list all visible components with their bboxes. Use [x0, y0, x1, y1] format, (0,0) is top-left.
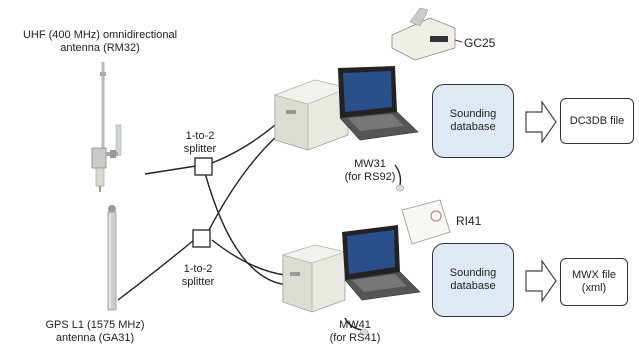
mw31-label-line2: (for RS92) — [344, 171, 396, 183]
top-block-arrow-icon — [525, 100, 557, 144]
gps-antenna-label-line2: antenna (GA31) — [55, 332, 135, 344]
bottom-splitter-label-line1: 1-to-2 — [183, 263, 213, 275]
gc25-label: GC25 — [464, 36, 496, 50]
mw41-label-line2: (for RS41) — [329, 332, 381, 344]
gps-antenna-label: GPS L1 (1575 MHz) antenna (GA31) — [30, 319, 160, 345]
top-splitter-label: 1-to-2 splitter — [170, 130, 230, 156]
mw31-label: MW31 (for RS92) — [335, 158, 405, 184]
mw41-label-line1: MW41 — [339, 319, 371, 331]
bottom-splitter-label-line2: splitter — [181, 276, 215, 288]
ri41-label: RI41 — [456, 214, 482, 228]
top-splitter-icon — [194, 157, 213, 176]
uhf-antenna-label-line2: antenna (RM32) — [60, 42, 140, 54]
mw31-laptop-icon — [338, 66, 419, 141]
top-sounding-database: Sounding database — [432, 84, 514, 158]
uhf-antenna-icon — [91, 62, 122, 192]
bottom-database-line2: database — [450, 280, 496, 292]
mouse-icon — [359, 328, 369, 336]
mwx-file-box: MWX file (xml) — [560, 258, 628, 306]
gps-antenna-label-line1: GPS L1 (1575 MHz) — [45, 319, 145, 331]
mwx-file-label-line1: MWX file — [572, 269, 616, 281]
gc25-device-icon — [391, 7, 463, 61]
mw41-label: MW41 (for RS41) — [320, 319, 390, 345]
mw31-label-line1: MW31 — [354, 158, 386, 170]
bottom-splitter-label: 1-to-2 splitter — [168, 263, 228, 289]
dc3db-file-box: DC3DB file — [560, 98, 634, 144]
mw31-receiver-icon — [274, 79, 349, 151]
bottom-block-arrow-icon — [525, 259, 557, 303]
uhf-antenna-label: UHF (400 MHz) omnidirectional antenna (R… — [2, 29, 198, 55]
cables — [117, 124, 402, 331]
bottom-database-line1: Sounding — [449, 267, 497, 279]
uhf-antenna-label-line1: UHF (400 MHz) omnidirectional — [22, 29, 178, 41]
mwx-file-label-line2: (xml) — [581, 282, 607, 294]
bottom-sounding-database: Sounding database — [432, 243, 514, 317]
mouse-icon — [395, 184, 405, 192]
top-database-line2: database — [450, 121, 496, 133]
top-database-line1: Sounding — [449, 108, 497, 120]
ri41-device-icon — [401, 199, 451, 245]
dc3db-file-label: DC3DB file — [569, 114, 625, 127]
mw41-laptop-icon — [342, 225, 421, 301]
bottom-splitter-icon — [192, 229, 211, 248]
gps-antenna-icon — [107, 205, 117, 311]
mw41-receiver-icon — [281, 244, 347, 313]
top-splitter-label-line1: 1-to-2 — [185, 130, 215, 142]
top-splitter-label-line2: splitter — [183, 143, 217, 155]
